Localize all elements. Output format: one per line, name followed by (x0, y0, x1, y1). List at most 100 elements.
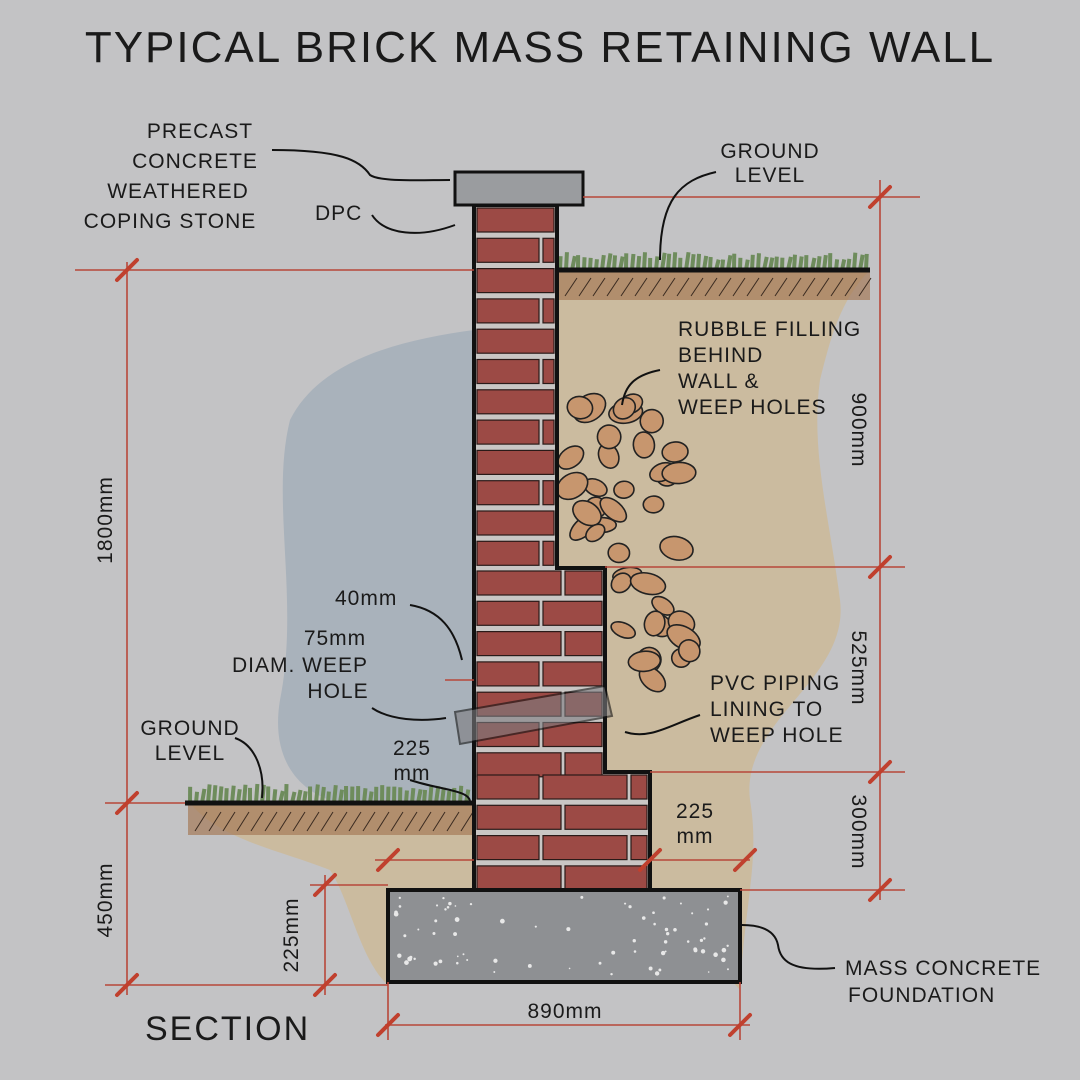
aggregate-dot (691, 912, 694, 915)
aggregate-dot (453, 932, 458, 937)
aggregate-dot (632, 939, 636, 943)
label-225-right: 225 mm (676, 800, 713, 848)
title: TYPICAL BRICK MASS RETAINING WALL (85, 23, 995, 72)
topsoil-left (188, 805, 474, 835)
hatch-line (194, 811, 208, 832)
hatch-line (306, 811, 320, 832)
brick (476, 358, 540, 385)
brick (542, 774, 628, 800)
grass-blade (206, 784, 212, 804)
aggregate-dot (598, 961, 602, 965)
rubble-stone (610, 620, 637, 639)
brick (476, 449, 555, 475)
hatch-line (348, 811, 362, 832)
hatch-line (320, 811, 334, 832)
aggregate-dot (641, 916, 646, 920)
aggregate-dot (662, 896, 666, 900)
aggregate-dot (706, 908, 710, 911)
grass-blade (756, 253, 761, 271)
svg-text:LEVEL: LEVEL (735, 164, 805, 187)
grass-blade (218, 786, 224, 804)
dim-300: 300mm (847, 794, 870, 869)
aggregate-dot (469, 902, 473, 906)
aggregate-dot (664, 950, 667, 953)
brick (476, 389, 555, 415)
grass-blade (792, 254, 797, 271)
rubble-stone (627, 650, 662, 673)
grass-blade (666, 253, 672, 271)
aggregate-dot (397, 953, 402, 958)
brick (542, 600, 603, 626)
svg-text:GROUND: GROUND (720, 140, 819, 163)
aggregate-dot (624, 902, 627, 905)
aggregate-dot (454, 905, 457, 907)
svg-text:225: 225 (393, 737, 431, 760)
aggregate-dot (673, 927, 677, 932)
hatch-line (788, 277, 802, 297)
grass-blade (864, 253, 869, 271)
hatch-line (250, 811, 264, 832)
brick (564, 865, 648, 891)
hatch-line (690, 277, 704, 297)
label-weep-hole: 75mm DIAM. WEEP HOLE (232, 627, 368, 703)
rubble-stone (585, 523, 606, 543)
aggregate-dot (466, 958, 469, 962)
hatch-line (816, 277, 830, 297)
rubble-stone (643, 610, 666, 637)
rubble-stone (642, 495, 665, 514)
topsoil-right (557, 272, 870, 300)
svg-text:COPING STONE: COPING STONE (84, 210, 257, 233)
hatch-line (376, 811, 390, 832)
aggregate-dot (653, 922, 656, 926)
label-dpc: DPC (315, 202, 362, 225)
grass-blade (672, 252, 678, 271)
aggregate-dot (660, 950, 666, 956)
label-ground-level-right: GROUND LEVEL (720, 140, 819, 187)
hatch-line (292, 811, 306, 832)
aggregate-dot (534, 925, 537, 928)
brick (476, 207, 555, 233)
brick (542, 540, 555, 566)
hatch-line (460, 811, 474, 832)
aggregate-dot (398, 896, 401, 900)
grass-blade (852, 252, 858, 271)
aggregate-dot (723, 900, 728, 905)
hatch-line (830, 277, 844, 297)
grass-blade (428, 785, 434, 804)
dim-890: 890mm (527, 1000, 602, 1023)
hatch-line (592, 277, 606, 297)
mortar (474, 205, 557, 568)
brick (476, 630, 562, 657)
dimension-ticks (115, 185, 892, 1037)
hatch-line (648, 277, 662, 297)
grass-blade (254, 783, 260, 804)
brick (542, 358, 555, 385)
brick (542, 661, 603, 687)
aggregate-dot (432, 932, 436, 936)
svg-text:WEEP HOLE: WEEP HOLE (710, 724, 843, 747)
brick (542, 298, 555, 324)
grass-blade (458, 785, 464, 804)
aggregate-dot (707, 971, 710, 973)
grass-blade (284, 783, 289, 804)
label-40mm: 40mm (335, 587, 397, 610)
hatch-line (718, 277, 732, 297)
brick (476, 540, 540, 566)
svg-text:FOUNDATION: FOUNDATION (848, 984, 995, 1007)
svg-text:LINING TO: LINING TO (710, 698, 823, 721)
hatch-line (844, 277, 858, 297)
hatch-line (732, 277, 746, 297)
grass-blade (606, 253, 613, 271)
hatch-line (662, 277, 676, 297)
grass-blade (630, 253, 636, 271)
aggregate-dot (448, 901, 452, 906)
hatch-line (634, 277, 648, 297)
dim-225-foundation: 225mm (280, 897, 303, 972)
aggregate-dot (686, 940, 690, 943)
svg-text:WEEP HOLES: WEEP HOLES (678, 396, 827, 419)
aggregate-dot (398, 905, 402, 908)
aggregate-dot (610, 972, 613, 976)
aggregate-dot (726, 944, 729, 948)
grass-blade (642, 252, 647, 271)
